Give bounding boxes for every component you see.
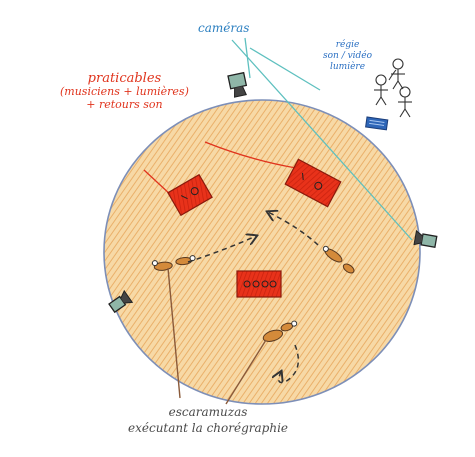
praticable-leader-lines (143, 141, 297, 197)
stick-figure-icon (391, 58, 405, 90)
dashed-arrow (187, 212, 319, 384)
praticables-label-line: praticables (87, 71, 162, 86)
praticables-label: praticables (musiciens + lumières) + ret… (60, 72, 189, 111)
praticable-platform (167, 173, 213, 217)
escaramuzas-label-line: exécutant la chorégraphie (128, 421, 289, 435)
dancer-icon (151, 255, 196, 271)
dancer-icon (322, 245, 355, 274)
escaramuza-leader-lines (167, 267, 267, 405)
regie-label-line: lumière (330, 62, 366, 72)
praticable-platform (236, 270, 282, 298)
stage-circle (103, 99, 421, 405)
praticables-label-line: + retours son (86, 98, 163, 111)
escaramuzas-label: escaramuzas exécutant la chorégraphie (128, 404, 288, 436)
praticable-platform (284, 158, 342, 208)
escaramuzas-label-line: escaramuzas (168, 405, 248, 419)
dancer-icon (262, 320, 298, 342)
cameras-label: caméras (198, 21, 250, 35)
camera-icon (413, 229, 438, 249)
regie-label: régie son / vidéo lumière (323, 40, 372, 73)
praticables-label-line: (musiciens + lumières) (60, 85, 189, 98)
regie-desk-icon (365, 116, 389, 131)
camera-icon (227, 71, 248, 98)
stick-figure-icon (374, 74, 388, 106)
camera-icon (108, 289, 134, 314)
regie-label-line: régie (335, 40, 360, 50)
stick-figure-icon (398, 86, 412, 118)
regie-label-line: son / vidéo (323, 51, 373, 61)
camera-sight-lines (231, 37, 413, 241)
